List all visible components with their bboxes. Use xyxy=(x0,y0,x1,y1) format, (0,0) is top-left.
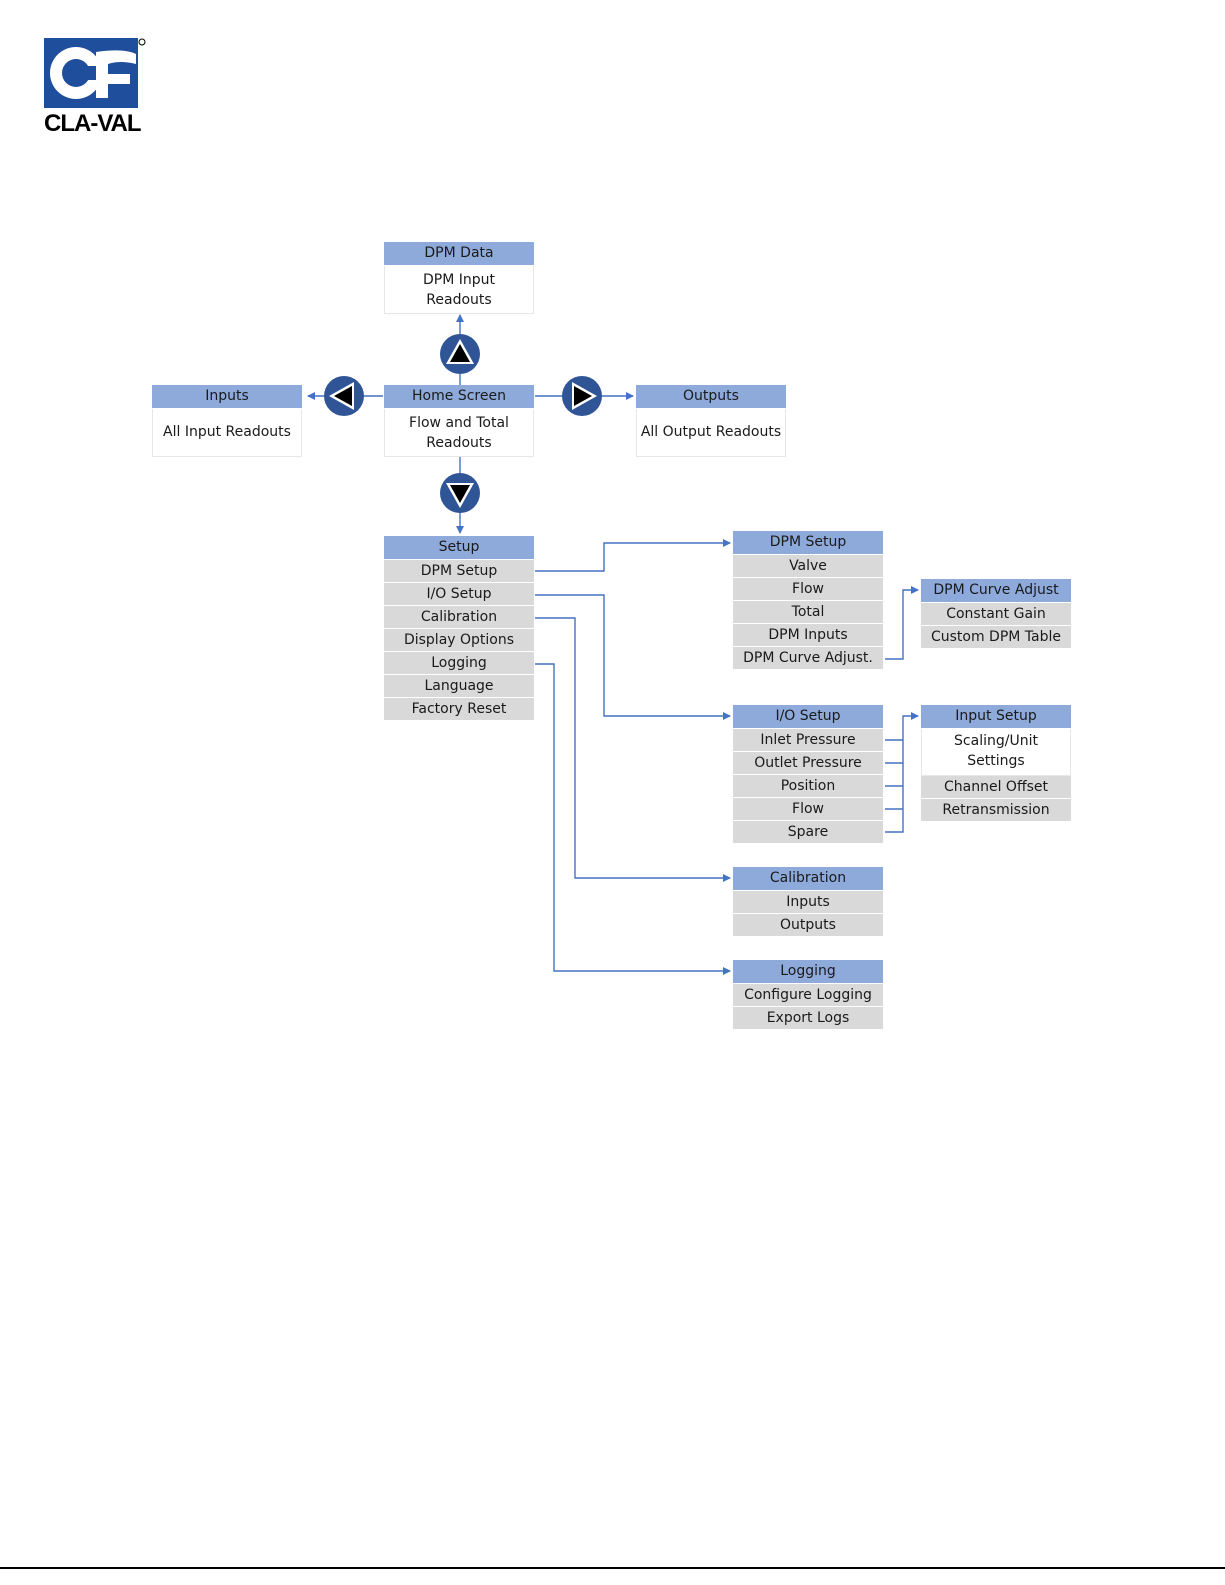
dpm-setup-item-dpm-inputs[interactable]: DPM Inputs xyxy=(733,624,883,647)
down-arrow-icon[interactable] xyxy=(439,472,481,518)
input-setup-scaling-line1: Scaling/Unit xyxy=(954,733,1038,749)
cla-val-logo: CLA-VAL xyxy=(44,38,154,138)
input-setup-item-scaling[interactable]: Scaling/Unit Settings xyxy=(921,729,1071,776)
calibration-title: Calibration xyxy=(733,867,883,891)
io-setup-item-position[interactable]: Position xyxy=(733,775,883,798)
setup-item-logging[interactable]: Logging xyxy=(384,652,534,675)
setup-item-calibration[interactable]: Calibration xyxy=(384,606,534,629)
io-setup-box: I/O Setup Inlet Pressure Outlet Pressure… xyxy=(733,705,883,844)
calibration-item-outputs[interactable]: Outputs xyxy=(733,914,883,937)
setup-item-io-setup[interactable]: I/O Setup xyxy=(384,583,534,606)
inputs-box: Inputs All Input Readouts xyxy=(152,385,302,457)
logging-item-export[interactable]: Export Logs xyxy=(733,1007,883,1030)
io-setup-item-spare[interactable]: Spare xyxy=(733,821,883,844)
io-setup-item-outlet-pressure[interactable]: Outlet Pressure xyxy=(733,752,883,775)
io-setup-item-inlet-pressure[interactable]: Inlet Pressure xyxy=(733,729,883,752)
outputs-body: All Output Readouts xyxy=(636,409,786,457)
dpm-data-body: DPM Input Readouts xyxy=(384,266,534,314)
right-arrow-icon[interactable] xyxy=(561,375,603,421)
logo-text: CLA-VAL xyxy=(44,110,142,137)
outputs-title: Outputs xyxy=(636,385,786,409)
dpm-setup-title: DPM Setup xyxy=(733,531,883,555)
io-setup-title: I/O Setup xyxy=(733,705,883,729)
calibration-box: Calibration Inputs Outputs xyxy=(733,867,883,937)
dpm-curve-item-constant-gain[interactable]: Constant Gain xyxy=(921,603,1071,626)
outputs-box: Outputs All Output Readouts xyxy=(636,385,786,457)
home-body-line2: Readouts xyxy=(426,435,492,451)
setup-box: Setup DPM Setup I/O Setup Calibration Di… xyxy=(384,536,534,721)
input-setup-box: Input Setup Scaling/Unit Settings Channe… xyxy=(921,705,1071,822)
dpm-setup-item-valve[interactable]: Valve xyxy=(733,555,883,578)
setup-title: Setup xyxy=(384,536,534,560)
dpm-curve-adjust-box: DPM Curve Adjust Constant Gain Custom DP… xyxy=(921,579,1071,649)
setup-item-language[interactable]: Language xyxy=(384,675,534,698)
home-screen-box: Home Screen Flow and Total Readouts xyxy=(384,385,534,457)
dpm-data-body-line2: Readouts xyxy=(426,292,492,308)
logging-title: Logging xyxy=(733,960,883,984)
io-setup-item-flow[interactable]: Flow xyxy=(733,798,883,821)
home-body-line1: Flow and Total xyxy=(409,415,509,431)
logging-box: Logging Configure Logging Export Logs xyxy=(733,960,883,1030)
connector-lines xyxy=(307,314,919,975)
dpm-setup-item-flow[interactable]: Flow xyxy=(733,578,883,601)
input-setup-title: Input Setup xyxy=(921,705,1071,729)
dpm-data-box: DPM Data DPM Input Readouts xyxy=(384,242,534,314)
home-screen-body: Flow and Total Readouts xyxy=(384,409,534,457)
dpm-setup-box: DPM Setup Valve Flow Total DPM Inputs DP… xyxy=(733,531,883,670)
setup-item-factory-reset[interactable]: Factory Reset xyxy=(384,698,534,721)
dpm-setup-item-total[interactable]: Total xyxy=(733,601,883,624)
calibration-item-inputs[interactable]: Inputs xyxy=(733,891,883,914)
up-arrow-icon[interactable] xyxy=(439,333,481,379)
dpm-curve-adjust-title: DPM Curve Adjust xyxy=(921,579,1071,603)
dpm-setup-item-dpm-curve-adjust[interactable]: DPM Curve Adjust. xyxy=(733,647,883,670)
inputs-body: All Input Readouts xyxy=(152,409,302,457)
setup-item-display-options[interactable]: Display Options xyxy=(384,629,534,652)
dpm-curve-item-custom-table[interactable]: Custom DPM Table xyxy=(921,626,1071,649)
logging-item-configure[interactable]: Configure Logging xyxy=(733,984,883,1007)
inputs-title: Inputs xyxy=(152,385,302,409)
input-setup-item-retransmission[interactable]: Retransmission xyxy=(921,799,1071,822)
input-setup-item-channel-offset[interactable]: Channel Offset xyxy=(921,776,1071,799)
setup-item-dpm-setup[interactable]: DPM Setup xyxy=(384,560,534,583)
dpm-data-body-line1: DPM Input xyxy=(422,272,495,288)
dpm-data-title: DPM Data xyxy=(384,242,534,266)
left-arrow-icon[interactable] xyxy=(323,375,365,421)
page-bottom-rule xyxy=(0,1567,1225,1569)
home-screen-title: Home Screen xyxy=(384,385,534,409)
input-setup-scaling-line2: Settings xyxy=(967,753,1025,769)
